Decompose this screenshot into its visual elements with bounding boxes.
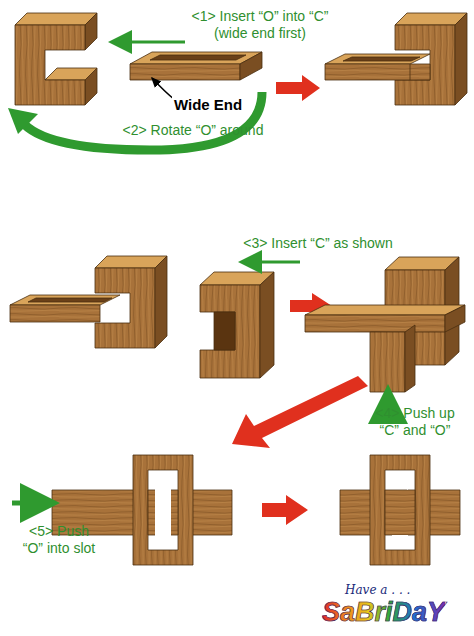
part-label: Wide End [172, 96, 244, 113]
step-label: <2> Rotate “O” around [108, 122, 278, 139]
step-label: <5> Push “O” into slot [18, 523, 100, 557]
step-label: <4> Push up “C” and “O” [370, 405, 460, 439]
step-label: <3> Insert “C” as shown [238, 235, 398, 252]
brand-logo: SaBriDaY [322, 596, 445, 628]
step-label: <1> Insert “O” into “C” (wide end first) [185, 8, 335, 42]
